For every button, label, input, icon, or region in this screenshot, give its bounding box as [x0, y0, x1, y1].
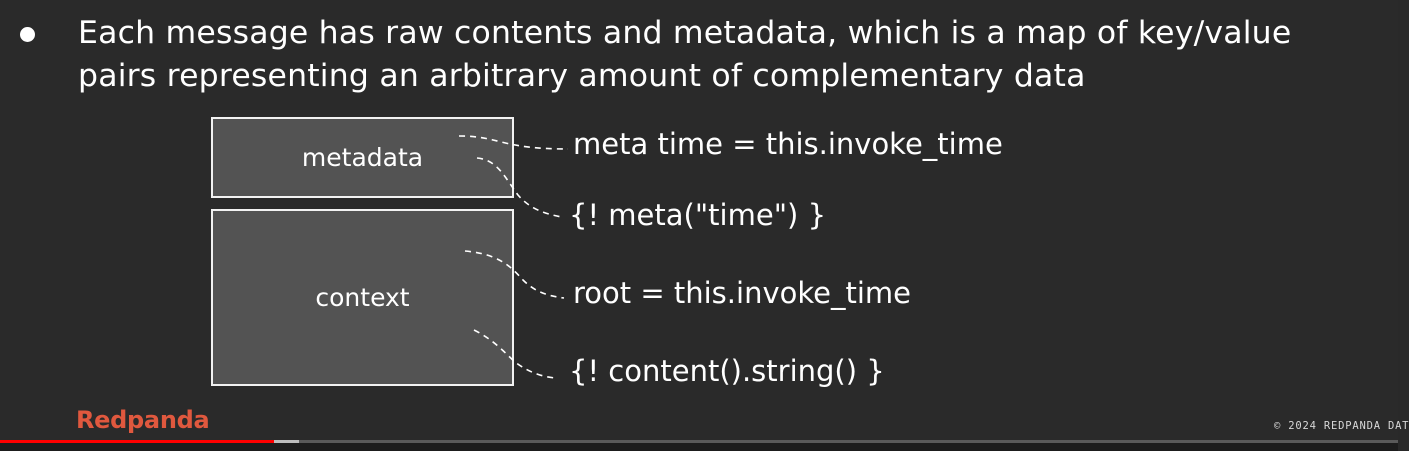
example-meta-assign: meta time = this.invoke_time: [573, 127, 1003, 161]
bullet-point: [20, 27, 35, 42]
context-box-label: context: [315, 283, 410, 312]
example-content-func: {! content().string() }: [569, 354, 885, 388]
example-meta-func: {! meta("time") }: [569, 198, 827, 232]
copyright-text: © 2024 REDPANDA DAT: [1274, 420, 1409, 432]
context-box: context: [211, 209, 514, 386]
metadata-box: metadata: [211, 117, 514, 198]
metadata-box-label: metadata: [301, 143, 424, 172]
example-root-assign: root = this.invoke_time: [573, 276, 911, 310]
bullet-text: Each message has raw contents and metada…: [78, 15, 1292, 94]
progress-played: [0, 440, 274, 443]
video-progress-bar[interactable]: [0, 440, 1398, 443]
redpanda-logo: Redpanda: [76, 406, 210, 434]
player-bottom-strip: [0, 443, 1398, 451]
